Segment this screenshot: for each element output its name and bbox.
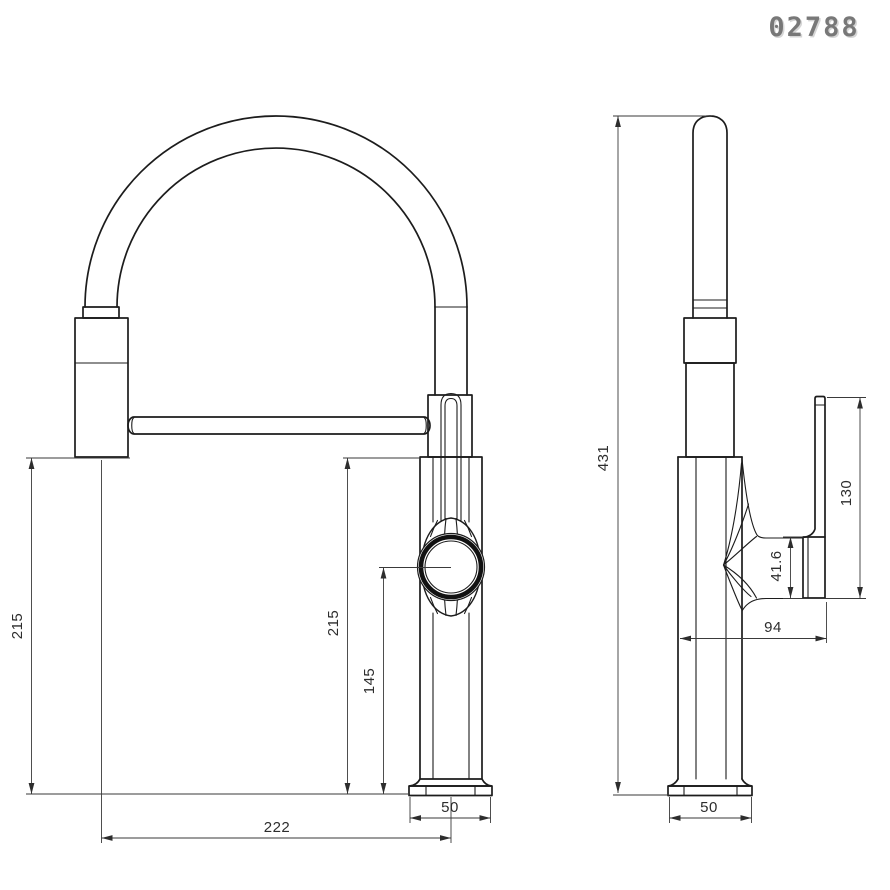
faucet-body-front [419,456,483,780]
dim-label-total-height: 431 [595,445,612,472]
dim-label-outer-height: 215 [9,613,26,640]
dim-outer-height: 215 [9,458,35,794]
dim-reach: 222 [101,819,451,841]
side-view [667,115,826,797]
spray-hose-arc [84,115,468,308]
dim-label-center-height: 145 [361,668,378,695]
dim-label-inner-height: 215 [325,610,342,637]
dim-label-lever-height: 130 [838,480,855,507]
dim-center-height: 145 [361,567,387,794]
dim-label-base-width-side: 50 [700,799,718,816]
faucet-neck-front [427,306,473,458]
dimensions-side: 431 130 41.6 94 50 [595,115,866,823]
dim-lever-height: 130 [838,397,863,598]
support-arm [127,416,431,435]
dim-label-depth: 94 [764,619,782,636]
inner-hose [440,392,462,541]
handle-knob-circle [416,532,486,602]
dim-label-reach: 222 [264,819,291,836]
front-view [74,115,493,797]
dim-label-base-width-front: 50 [441,799,459,816]
dim-total-height: 431 [595,116,621,793]
dim-depth: 94 [680,619,827,642]
spout-side [692,115,728,319]
spray-head [74,306,129,458]
dim-cartridge-height: 41.6 [768,537,794,598]
handle-lever [802,395,826,599]
base-front [408,778,493,797]
faucet-body-side [677,317,743,780]
part-number: 02788 [768,12,860,43]
dim-label-cartridge-height: 41.6 [768,550,785,581]
valve-cartridge [722,458,804,612]
dimensions-front: 215 215 145 50 222 [9,457,491,843]
dim-base-width-side: 50 [669,799,752,821]
dim-base-width-front: 50 [410,799,491,821]
base-side [667,778,753,797]
dim-inner-height: 215 [325,458,351,794]
